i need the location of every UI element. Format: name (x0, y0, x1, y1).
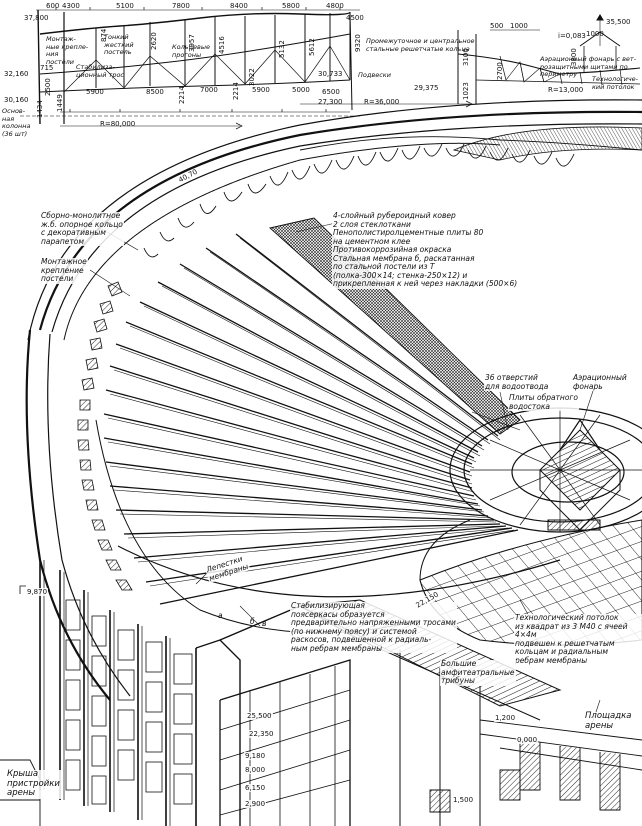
dim-top-7: 4500 (346, 14, 364, 22)
dim-bottom-6: 6500 (322, 88, 340, 96)
perimeter-corbels (77, 281, 133, 591)
peak-elevation: 35,500 (606, 18, 631, 26)
detail-mark-a: a (218, 611, 223, 620)
elev-top: 37,800 (24, 14, 49, 22)
elev-8000: 8,000 (244, 766, 267, 774)
dim-v-6: 5612 (308, 38, 316, 56)
dim-v-16: 2214 (178, 86, 186, 104)
dim-v-5: 5132 (278, 40, 286, 58)
elev-ring-b: 27,300 (318, 98, 343, 106)
bay-scallops (143, 143, 575, 258)
elev-0000: 0,000 (516, 736, 539, 744)
elev-mid: 32,160 (4, 70, 29, 78)
label-stab-cable: Стабилиза- ционный трос (76, 63, 125, 79)
label-main-column: Основ- ная колонна (36 шт) (2, 107, 31, 138)
label-montage: Монтаж- ные крепле- ния постели (46, 35, 89, 66)
dim-v-7: 9320 (354, 34, 362, 52)
detail-mark-b: б (250, 617, 255, 626)
dim-2700: 2700 (496, 62, 504, 80)
elev-22350: 22,350 (248, 730, 275, 738)
roof-plan-perspective (25, 99, 642, 701)
dim-v-9: 2214 (232, 82, 240, 100)
callout-arena-area: Площадка арены (584, 711, 633, 731)
radius-mid: R=36,000 (364, 98, 400, 106)
callout-stands: Большие амфитеатральные трибуны (440, 659, 516, 686)
callout-annex-roof: Крыша пристройки арены (6, 769, 61, 799)
elev-6150: 6,150 (244, 784, 267, 792)
dim-v-2: 2620 (150, 32, 158, 50)
callout-reverse-slabs: Плиты обратного водостока (508, 393, 579, 411)
radius-left: R=80,000 (100, 120, 136, 128)
elev-1200: 1,200 (494, 714, 517, 722)
callout-aeration-lantern: Аэрационный фонарь (572, 373, 628, 391)
dim-v-12: 2500 (44, 78, 52, 96)
callout-montage-bed: Монтажное крепление постели (40, 257, 88, 284)
callout-drain-holes: 36 отверстий для водоотвода (484, 373, 550, 391)
elev-2900: 2,900 (244, 800, 267, 808)
elev-low: 30,160 (4, 96, 29, 104)
elev-right: 29,375 (414, 84, 439, 92)
roof-slope: i=0,083 (558, 32, 586, 40)
aeration-lantern (539, 418, 621, 531)
label-temp-bed: Тонкий жесткий постель (104, 33, 134, 56)
elev-9870: 9,870 (26, 588, 49, 596)
dim-top-2: 5100 (116, 2, 134, 10)
label-ring-purlins: Кольцевые прогоны (172, 43, 210, 59)
elev-1500: 1,500 (452, 796, 475, 804)
arena-floor (429, 719, 642, 813)
radius-right: R=13,000 (548, 86, 584, 94)
rib-pairs (107, 237, 515, 587)
section-elevation (20, 7, 641, 130)
dim-top-3: 7800 (172, 2, 190, 10)
detail-mark-v: в (262, 619, 267, 628)
elev-ring: 30,733 (318, 70, 343, 78)
label-tech-ceiling-section: Технологиче- кий потолок (592, 75, 638, 91)
callout-precast-ring: Сборно-монолитное ж.б. опорное кольцо с … (40, 211, 124, 246)
dim-v-10: 3022 (248, 68, 256, 86)
label-aeration-section: Аэрационный фонарь с вет- розащитными щи… (540, 55, 637, 78)
dim-top-4: 8400 (230, 2, 248, 10)
dim-v-14: 1023 (462, 82, 470, 100)
dim-top-6: 4800 (326, 2, 344, 10)
dim-bottom-3: 7000 (200, 86, 218, 94)
dim-bottom-4: 5900 (252, 86, 270, 94)
facade-windows (65, 599, 193, 805)
dim-v-4: 4516 (218, 36, 226, 54)
dim-top-5: 5800 (282, 2, 300, 10)
label-hangers: Подвески (358, 71, 391, 79)
callout-roof-layers: 4-слойный рубероидный ковер 2 слоя стекл… (332, 211, 519, 289)
dim-v-13: 1449 (56, 94, 64, 112)
dim-bottom-5: 5000 (292, 86, 310, 94)
dim-top-1: 4300 (62, 2, 80, 10)
dim-bottom-1: 5900 (86, 88, 104, 96)
dim-v-8: 1434 (36, 100, 44, 118)
callout-tech-ceiling: Технологический потолок из квадрат из 3 … (514, 613, 642, 665)
dim-1000b: 1000 (586, 30, 604, 38)
dim-bottom-2: 8500 (146, 88, 164, 96)
label-ring-beams: Промежуточное и центральное стальные реш… (366, 37, 475, 53)
callout-stab-system: Стабилизирующая поясеркасы образуется пр… (290, 601, 457, 653)
elev-600: 600 (46, 2, 60, 10)
dim-500: 500 (490, 22, 504, 30)
radial-ribs (103, 233, 519, 605)
dim-v-11: 715 (40, 64, 54, 72)
elev-25500: 25,500 (246, 712, 273, 720)
elev-9180: 9,180 (244, 752, 267, 760)
dim-1000: 1000 (510, 22, 528, 30)
